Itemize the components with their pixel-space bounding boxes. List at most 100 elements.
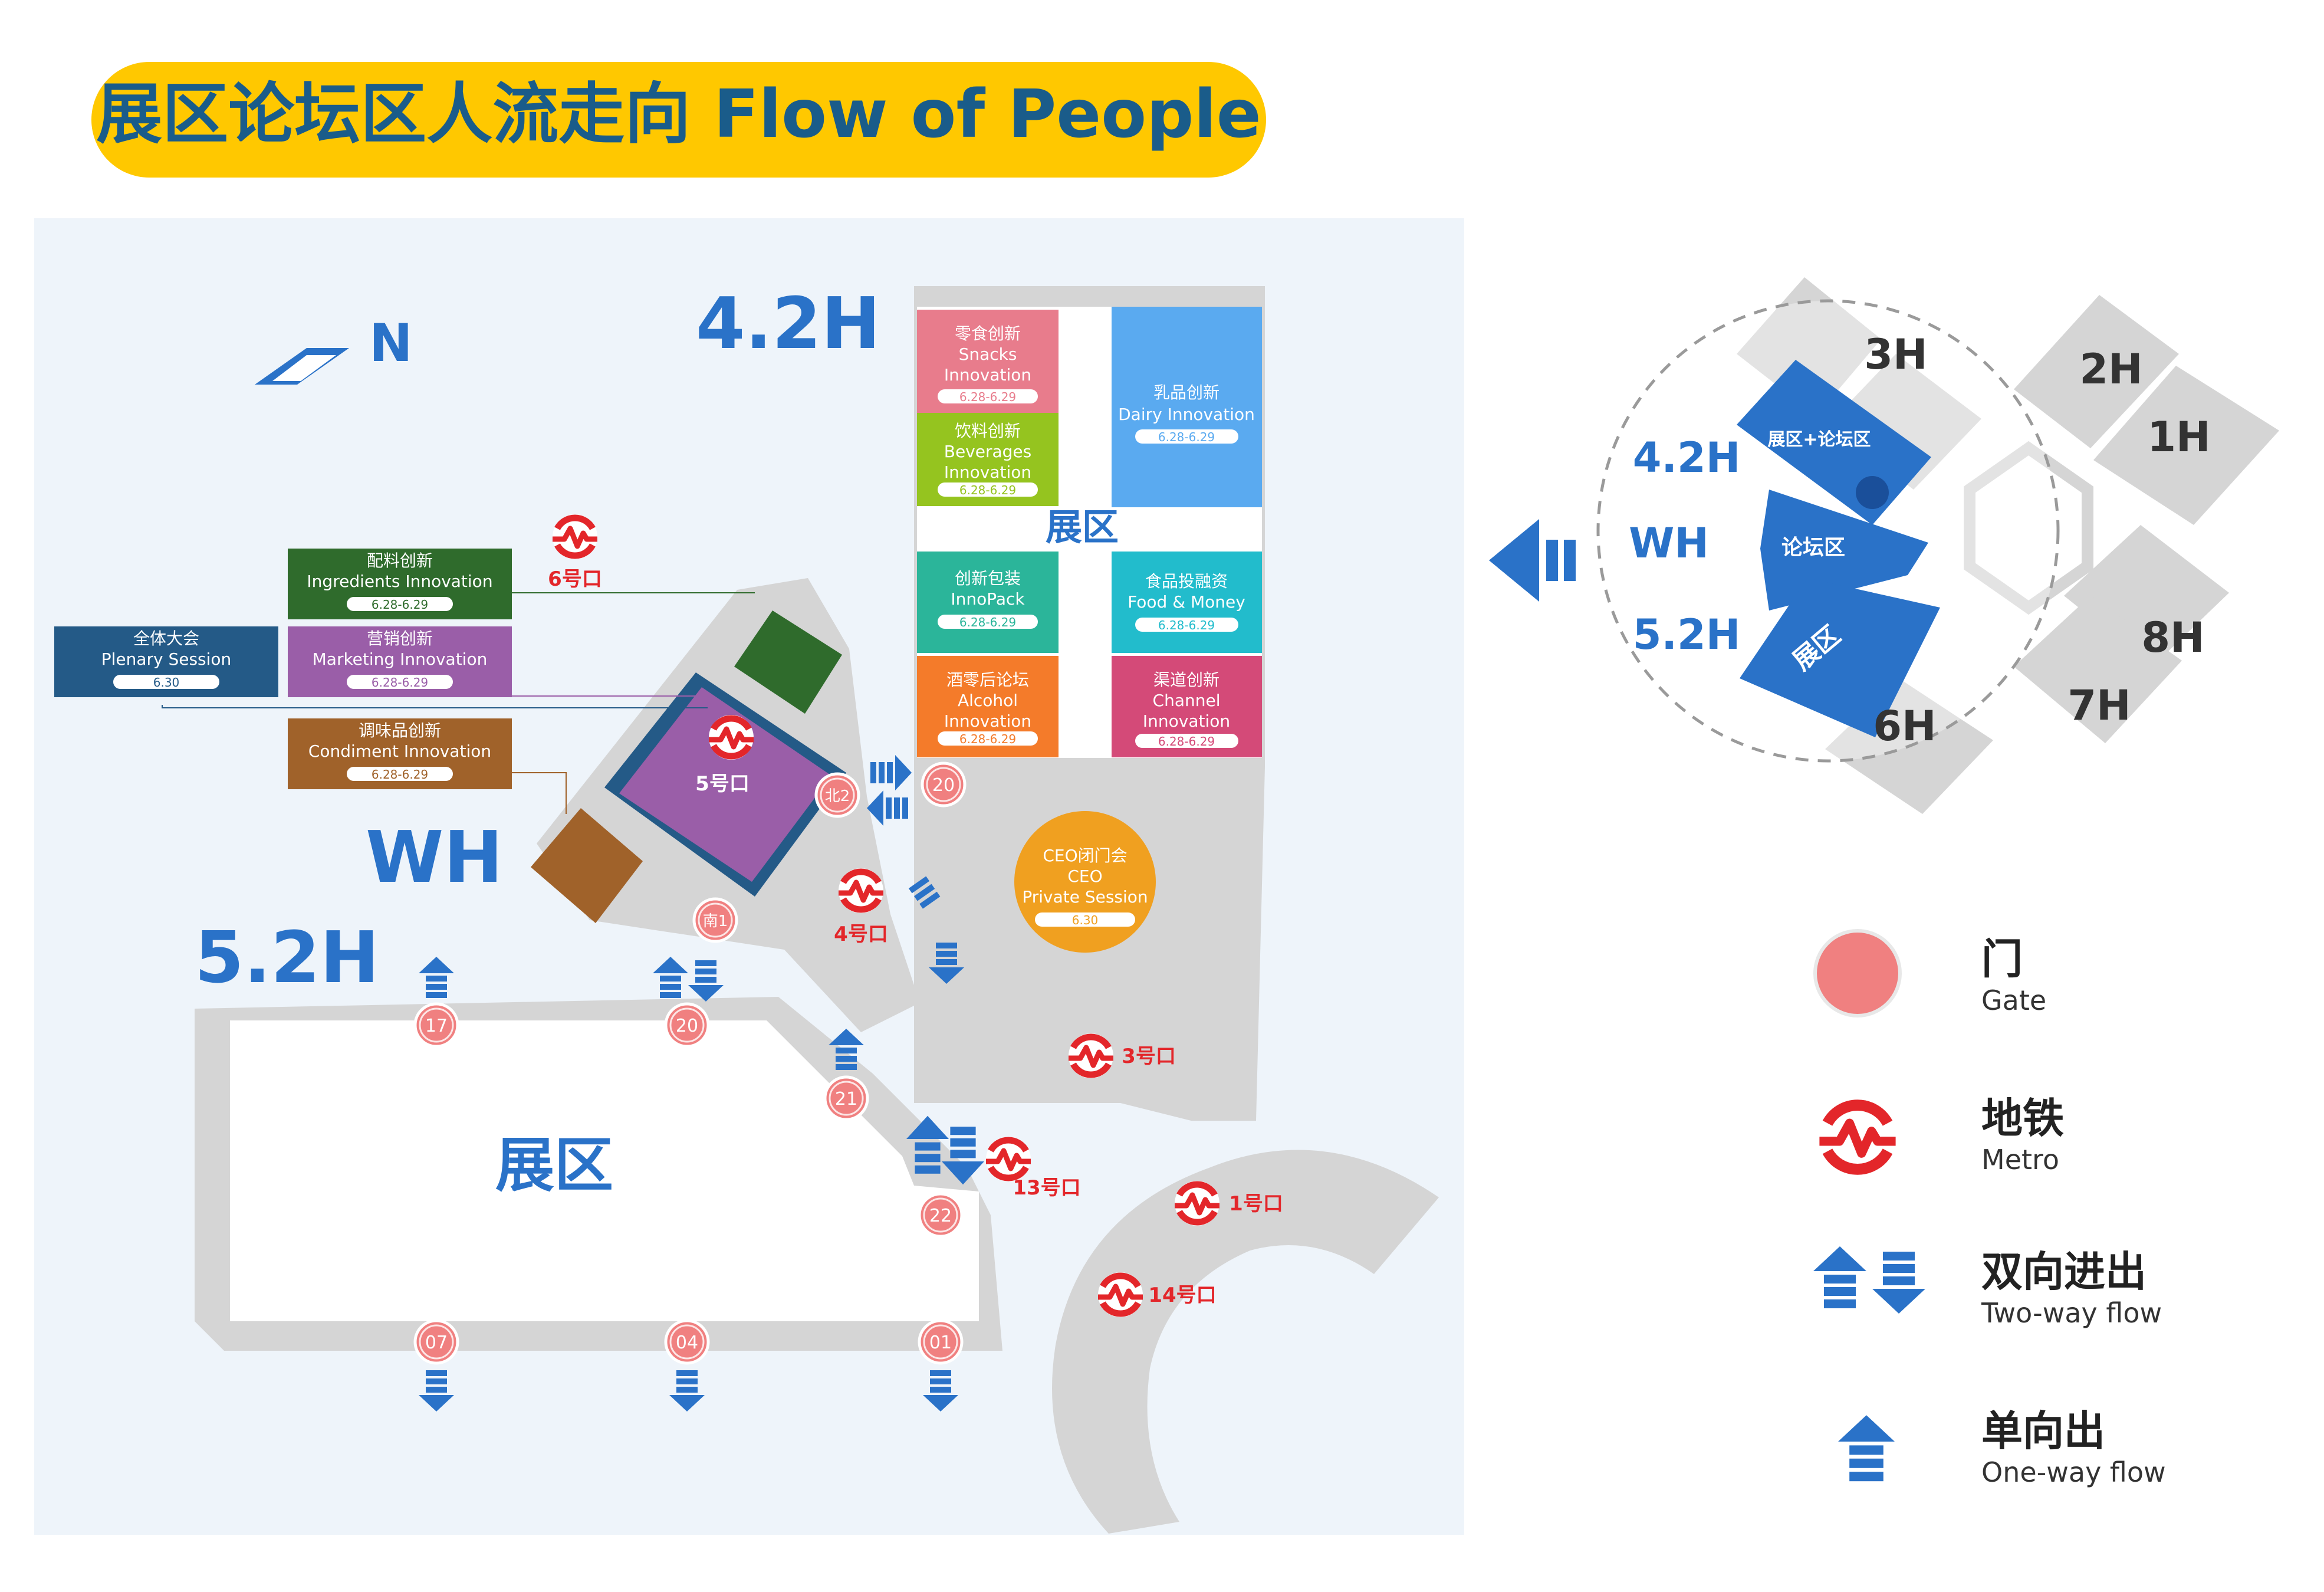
metro-icon [553, 514, 597, 559]
expo-52h-floor [230, 1020, 979, 1321]
legend-metro-cn: 地铁 [1981, 1094, 2064, 1143]
booth-snacks-cn: 零食创新 [955, 324, 1021, 343]
forum-ingredients-en: Ingredients Innovation [307, 572, 492, 591]
metro-exit-3[interactable]: 3号口 [1069, 1033, 1176, 1078]
legend-one-way-cn: 单向出 [1981, 1407, 2105, 1455]
forum-room-marketing [619, 687, 831, 882]
booth-food-money[interactable]: 食品投融资 Food & Money 6.28-6.29 [1112, 552, 1262, 653]
booth-dairy-cn: 乳品创新 [1153, 383, 1219, 402]
metro-exit-14-label: 14号口 [1148, 1284, 1216, 1307]
metro-exit-1[interactable]: 1号口 [1175, 1181, 1283, 1226]
gate-17[interactable]: 17 [415, 1004, 458, 1046]
north-label: N [369, 313, 413, 373]
booth-beverages[interactable]: 饮料创新 Beverages Innovation 6.28-6.29 [917, 413, 1059, 506]
compass: N [255, 313, 413, 385]
forum-room-condiment [531, 808, 643, 923]
ceo-en1: CEO [1067, 866, 1102, 886]
gate-07-label: 07 [425, 1332, 448, 1353]
gate-01-label: 01 [929, 1332, 952, 1353]
forum-label-condiment[interactable]: 调味品创新 Condiment Innovation 6.28-6.29 [288, 718, 512, 789]
gate-20-top-label: 20 [932, 775, 955, 796]
metro-icon [839, 868, 883, 913]
booth-innopack-date: 6.28-6.29 [959, 615, 1016, 629]
gate-20-bottom[interactable]: 20 [666, 1004, 708, 1046]
gate-22-label: 22 [929, 1206, 952, 1226]
legend: 门 Gate 地铁 Metro 双向进出 Two-way flow 单向出 On… [1813, 929, 2166, 1488]
gate-04[interactable]: 04 [666, 1321, 708, 1363]
ceo-en2: Private Session [1022, 887, 1148, 907]
booth-channel[interactable]: 渠道创新 Channel Innovation 6.28-6.29 [1112, 656, 1262, 757]
booth-dairy-date: 6.28-6.29 [1158, 430, 1215, 444]
booth-grid-42h: 零食创新 Snacks Innovation 6.28-6.29 乳品创新 Da… [917, 307, 1262, 758]
booth-dairy[interactable]: 乳品创新 Dairy Innovation 6.28-6.29 [1112, 307, 1262, 507]
forum-label-ingredients[interactable]: 配料创新 Ingredients Innovation 6.28-6.29 [288, 549, 512, 619]
zone-label-52h: 展区 [495, 1131, 613, 1200]
booth-innopack-en1: InnoPack [951, 589, 1025, 609]
booth-snacks[interactable]: 零食创新 Snacks Innovation 6.28-6.29 [917, 310, 1059, 413]
title-banner: 展区论坛区人流走向 Flow of People [91, 62, 1266, 178]
ceo-cn: CEO闭门会 [1043, 846, 1127, 865]
metro-icon [1098, 1272, 1143, 1317]
overview-zone-mid-label: 论坛区 [1781, 536, 1845, 560]
booth-innopack-cn: 创新包装 [955, 569, 1021, 588]
metro-exit-5[interactable]: 5号口 [695, 715, 754, 796]
booth-snacks-date: 6.28-6.29 [959, 390, 1016, 404]
legend-item-gate: 门 Gate [1813, 929, 2046, 1017]
booth-innopack[interactable]: 创新包装 InnoPack 6.28-6.29 [917, 552, 1059, 653]
gate-07[interactable]: 07 [415, 1321, 458, 1363]
overview-hall-52h: 5.2H [1633, 610, 1741, 659]
booth-alcohol-en1: Alcohol [958, 691, 1018, 710]
overview-zone-top-label: 展区+论坛区 [1767, 429, 1871, 450]
forum-condiment-date: 6.28-6.29 [372, 767, 428, 782]
gate-22[interactable]: 22 [919, 1194, 962, 1236]
gate-north-2[interactable]: 北2 [816, 774, 859, 816]
forum-plenary-date: 6.30 [153, 675, 180, 690]
booth-alcohol[interactable]: 酒零后论坛 Alcohol Innovation 6.28-6.29 [917, 656, 1059, 757]
one-way-arrow-icon [1838, 1415, 1895, 1482]
gate-south-1[interactable]: 南1 [694, 899, 737, 941]
metro-exit-6[interactable]: 6号口 [548, 514, 602, 591]
leader-lines [162, 592, 755, 814]
gates: 北2 20 南1 17 20 21 [415, 763, 965, 1363]
forum-condiment-en: Condiment Innovation [308, 741, 491, 761]
legend-metro-en: Metro [1981, 1144, 2059, 1176]
forum-label-marketing[interactable]: 营销创新 Marketing Innovation 6.28-6.29 [288, 626, 512, 697]
gate-01[interactable]: 01 [919, 1321, 962, 1363]
booth-channel-date: 6.28-6.29 [1158, 734, 1215, 749]
gate-21[interactable]: 21 [825, 1077, 867, 1120]
zone-label-42h: 展区 [1046, 505, 1119, 549]
two-way-arrow-icon [1813, 1246, 1866, 1308]
flow-arrows [419, 755, 984, 1412]
metro-exit-5-label: 5号口 [695, 772, 750, 796]
booth-channel-en2: Innovation [1143, 711, 1230, 731]
hall-label-wh: WH [366, 817, 503, 899]
metro-icon [1819, 1099, 1895, 1175]
gate-20-top[interactable]: 20 [922, 763, 965, 806]
forum-label-plenary[interactable]: 全体大会 Plenary Session 6.30 [54, 626, 278, 697]
gate-21-label: 21 [835, 1089, 857, 1110]
hall-label-42h: 4.2H [696, 283, 880, 365]
metro-exit-4[interactable]: 4号口 [834, 868, 888, 946]
booth-channel-cn: 渠道创新 [1153, 670, 1219, 690]
legend-gate-en: Gate [1981, 984, 2046, 1016]
legend-item-metro: 地铁 Metro [1819, 1094, 2064, 1176]
forum-marketing-cn: 营销创新 [367, 629, 433, 648]
booth-food-money-en1: Food & Money [1128, 592, 1245, 612]
metro-exit-14[interactable]: 14号口 [1098, 1272, 1217, 1317]
overview-hall-wh: WH [1629, 519, 1709, 567]
booth-beverages-cn: 饮料创新 [955, 421, 1021, 441]
forum-ingredients-date: 6.28-6.29 [372, 598, 428, 612]
forum-marketing-en: Marketing Innovation [313, 649, 488, 669]
gate-north-2-label: 北2 [825, 787, 850, 805]
metro-exit-4-label: 4号口 [834, 923, 888, 946]
ceo-session[interactable]: CEO闭门会 CEO Private Session 6.30 [1014, 811, 1156, 953]
metro-exit-13[interactable]: 13号口 [986, 1137, 1081, 1200]
metro-icon [986, 1137, 1031, 1181]
booth-beverages-date: 6.28-6.29 [959, 483, 1016, 497]
booth-beverages-en1: Beverages [944, 442, 1032, 461]
main-map: N 4.2H WH 5.2H 零食创新 Snacks Innovation 6.… [34, 218, 1464, 1535]
overview-hall-3h: 3H [1864, 330, 1927, 379]
overview-hall-42h: 4.2H [1633, 434, 1741, 482]
metro-exit-1-label: 1号口 [1229, 1192, 1283, 1216]
gate-south-1-label: 南1 [703, 912, 728, 930]
